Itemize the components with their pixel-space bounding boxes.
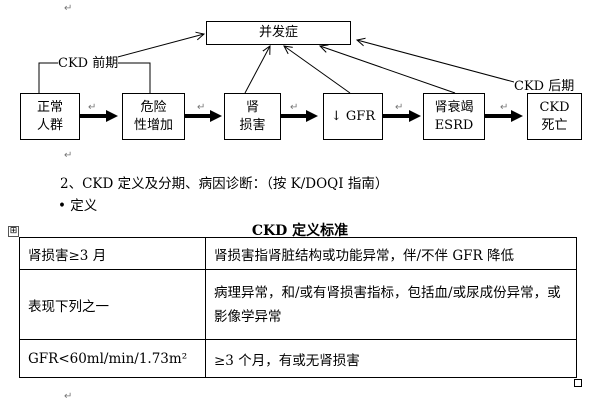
late-ckd-label: CKD 后期 bbox=[514, 75, 575, 94]
paragraph-mark: ↵ bbox=[500, 102, 509, 113]
arrow-to-complication bbox=[244, 46, 270, 94]
paragraph-mark: ↵ bbox=[88, 102, 97, 113]
step-increased-risk: 危险 性增加 bbox=[122, 93, 185, 140]
paragraph-mark: ↵ bbox=[197, 102, 206, 113]
definition-bullet: • 定义 bbox=[58, 198, 98, 214]
step-line: 损害 bbox=[239, 117, 266, 133]
step-line: 性增加 bbox=[133, 117, 173, 133]
table-row: 肾损害≥3 月 肾损害指肾脏结构或功能异常，伴/不伴 GFR 降低 bbox=[19, 237, 577, 270]
step-line: 肾 bbox=[245, 99, 259, 115]
step-line: 人群 bbox=[36, 117, 63, 133]
step-line: 肾衰竭 bbox=[434, 99, 474, 115]
table-cell[interactable]: 肾损害指肾脏结构或功能异常，伴/不伴 GFR 降低 bbox=[205, 237, 577, 270]
ckd-definition-table: 肾损害≥3 月 肾损害指肾脏结构或功能异常，伴/不伴 GFR 降低 表现下列之一… bbox=[19, 237, 577, 378]
paragraph-mark: ↵ bbox=[395, 102, 404, 113]
step-line: 危险 bbox=[140, 99, 167, 115]
step-decreased-gfr: ↓ GFR bbox=[323, 93, 383, 140]
paragraph-mark: ↵ bbox=[64, 3, 73, 14]
step-line: ESRD bbox=[434, 117, 474, 133]
table-cell[interactable]: 肾损害≥3 月 bbox=[19, 237, 206, 270]
table-title: CKD 定义标准 bbox=[251, 223, 349, 239]
step-line: ↓ GFR bbox=[330, 108, 376, 124]
step-ckd-death: CKD 死亡 bbox=[527, 93, 582, 140]
paragraph-mark: ↵ bbox=[64, 391, 73, 402]
pre-ckd-label: CKD 前期 bbox=[58, 52, 119, 71]
table-cell[interactable]: ≥3 个月，有或无肾损害 bbox=[205, 339, 577, 378]
flow-arrows bbox=[38, 0, 556, 122]
table-cell[interactable]: GFR<60ml/min/1.73m² bbox=[19, 339, 206, 378]
table-move-handle-icon[interactable]: ⊞ bbox=[8, 226, 19, 237]
step-normal-population: 正常 人群 bbox=[20, 93, 80, 140]
table-row: 表现下列之一 病理异常，和/或有肾损害指标，包括血/或尿成份异常，或影像学异常 bbox=[19, 269, 577, 340]
step-line: 死亡 bbox=[541, 117, 568, 133]
paragraph-mark: ↵ bbox=[290, 102, 299, 113]
complication-box: 并发症 bbox=[206, 21, 351, 45]
section-heading: 2、CKD 定义及分期、病因诊断：（按 K/DOQI 指南） bbox=[60, 176, 389, 192]
step-kidney-failure: 肾衰竭 ESRD bbox=[423, 93, 485, 140]
table-cell[interactable]: 表现下列之一 bbox=[19, 269, 206, 340]
step-kidney-damage: 肾 损害 bbox=[224, 93, 281, 140]
arrow-to-complication bbox=[320, 46, 456, 94]
arrow-to-complication bbox=[284, 46, 351, 94]
step-line: 正常 bbox=[36, 99, 63, 115]
paragraph-mark: ↵ bbox=[64, 150, 73, 161]
table-row: GFR<60ml/min/1.73m² ≥3 个月，有或无肾损害 bbox=[19, 339, 577, 378]
step-line: CKD bbox=[539, 99, 570, 115]
table-cell[interactable]: 病理异常，和/或有肾损害指标，包括血/或尿成份异常，或影像学异常 bbox=[205, 269, 577, 340]
table-resize-handle[interactable] bbox=[574, 379, 582, 387]
